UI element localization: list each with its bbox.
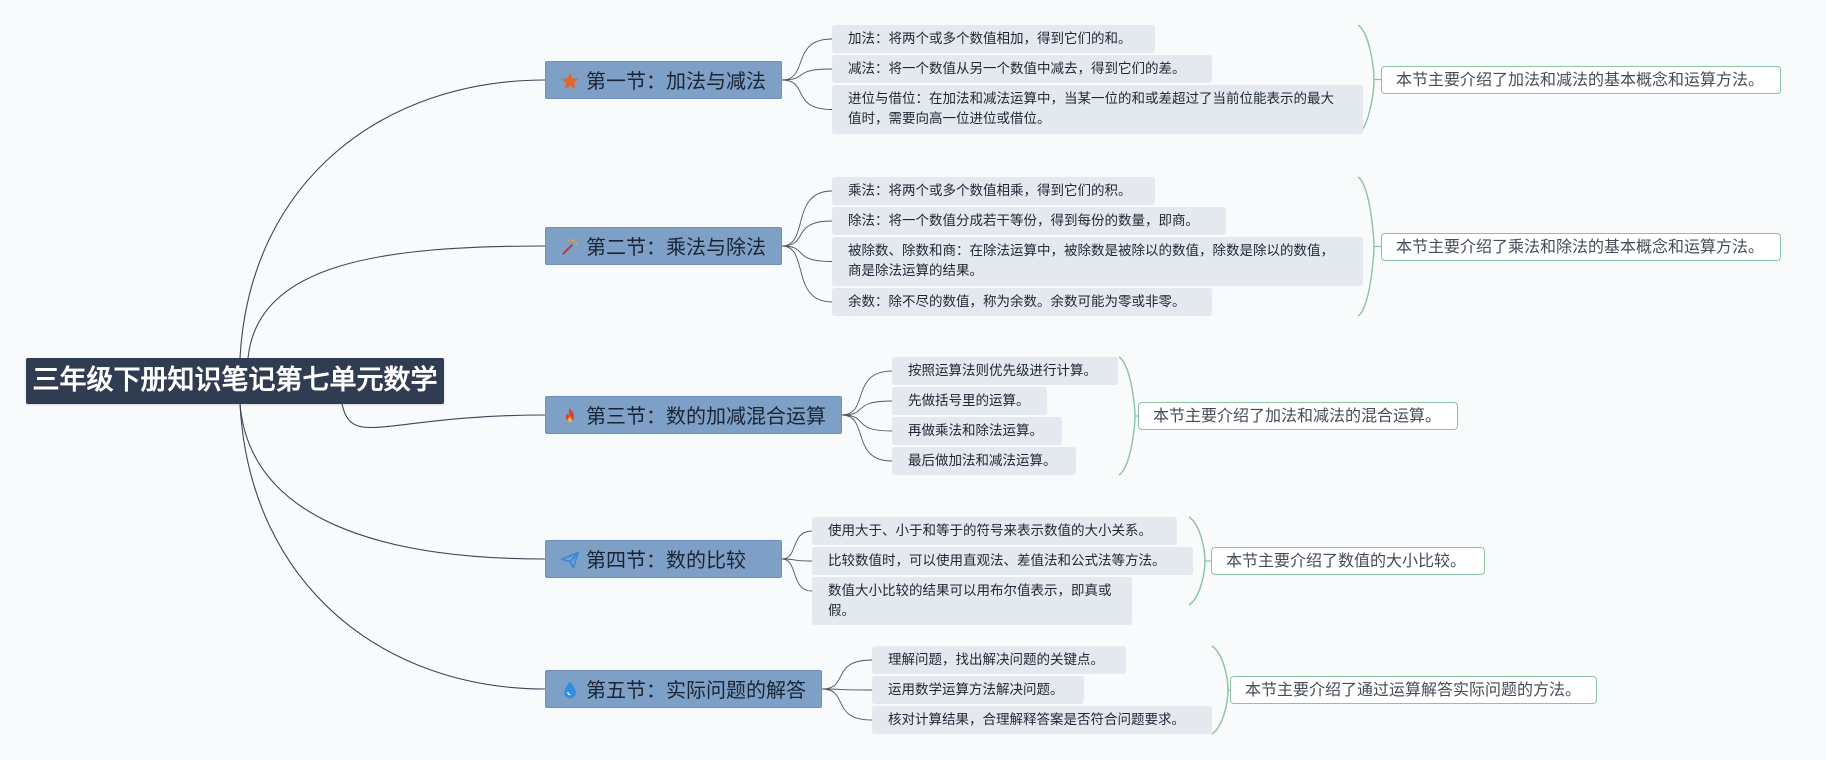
section-summary[interactable]: 本节主要介绍了加法和减法的基本概念和运算方法。 (1381, 65, 1781, 94)
connector-line (781, 190, 833, 247)
fire-icon (560, 400, 580, 423)
leaf-item[interactable]: 理解问题，找出解决问题的关键点。 (872, 646, 1126, 674)
leaf-item[interactable]: 运用数学运算方法解决问题。 (872, 676, 1084, 704)
leaf-item[interactable]: 先做括号里的运算。 (892, 387, 1047, 415)
section-node-5[interactable]: 第五节：实际问题的解答 (545, 670, 822, 708)
connector-line (781, 220, 833, 247)
connector-line (821, 659, 873, 690)
leaf-item[interactable]: 再做乘法和除法运算。 (892, 417, 1062, 445)
connector-line (341, 403, 546, 429)
connector-line (781, 68, 833, 81)
section-summary[interactable]: 本节主要介绍了乘法和除法的基本概念和运算方法。 (1381, 232, 1781, 261)
leaf-item[interactable]: 最后做加法和减法运算。 (892, 447, 1076, 475)
leaf-item[interactable]: 余数：除不尽的数值，称为余数。余数可能为零或非零。 (832, 288, 1212, 316)
magic-wand-icon (560, 231, 580, 255)
section-node-2[interactable]: 第二节：乘法与除法 (545, 227, 782, 265)
connector-line (781, 38, 833, 81)
leaf-item[interactable]: 减法：将一个数值从另一个数值中减去，得到它们的差。 (832, 55, 1212, 83)
connector-line (841, 414, 893, 432)
connector-line (781, 245, 833, 262)
connector-line (781, 558, 813, 562)
leaf-item[interactable]: 乘法：将两个或多个数值相乘，得到它们的积。 (832, 177, 1155, 205)
leaf-item[interactable]: 除法：将一个数值分成若干等份，得到每份的数量，即商。 (832, 207, 1226, 235)
connector-line (841, 370, 893, 416)
leaf-item[interactable]: 使用大于、小于和等于的符号来表示数值的大小关系。 (812, 517, 1177, 545)
section-summary[interactable]: 本节主要介绍了通过运算解答实际问题的方法。 (1230, 676, 1597, 704)
section-node-1[interactable]: 第一节：加法与减法 (545, 61, 782, 99)
root-topic-label: 三年级下册知识笔记第七单元数学 (32, 365, 438, 396)
section-title: 第二节：乘法与除法 (586, 235, 766, 259)
leaf-item[interactable]: 数值大小比较的结果可以用布尔值表示，即真或假。 (812, 577, 1132, 625)
connector-line (841, 414, 893, 462)
section-title: 第五节：实际问题的解答 (586, 678, 806, 702)
connector-line (821, 688, 873, 721)
leaf-item[interactable]: 比较数值时，可以使用直观法、差值法和公式法等方法。 (812, 547, 1193, 575)
paper-plane-icon (560, 544, 580, 569)
leaf-item[interactable]: 核对计算结果，合理解释答案是否符合问题要求。 (872, 706, 1212, 734)
connector-line (841, 400, 893, 416)
connector-line (781, 79, 833, 110)
connector-line (781, 245, 833, 303)
leaf-item[interactable]: 被除数、除数和商：在除法运算中，被除数是被除以的数值，除数是除以的数值，商是除法… (832, 237, 1363, 286)
section-title: 第一节：加法与减法 (586, 69, 766, 93)
connector-line (239, 79, 546, 359)
connector-line (1118, 356, 1136, 476)
connector-line (781, 558, 813, 592)
section-node-3[interactable]: 第三节：数的加减混合运算 (545, 396, 842, 434)
root-topic[interactable]: 三年级下册知识笔记第七单元数学 (26, 358, 444, 404)
connector-line (239, 403, 546, 690)
section-title: 第四节：数的比较 (586, 548, 746, 572)
section-summary[interactable]: 本节主要介绍了加法和减法的混合运算。 (1138, 402, 1458, 430)
leaf-item[interactable]: 进位与借位：在加法和减法运算中，当某一位的和或差超过了当前位能表示的最大值时，需… (832, 85, 1363, 134)
connector-line (821, 688, 873, 691)
star-icon (560, 65, 580, 90)
connector-line (1211, 645, 1229, 735)
section-node-4[interactable]: 第四节：数的比较 (545, 540, 782, 578)
section-title: 第三节：数的加减混合运算 (586, 404, 826, 428)
leaf-item[interactable]: 加法：将两个或多个数值相加，得到它们的和。 (832, 25, 1155, 53)
section-summary[interactable]: 本节主要介绍了数值的大小比较。 (1211, 547, 1485, 575)
leaf-item[interactable]: 按照运算法则优先级进行计算。 (892, 357, 1118, 385)
water-drop-icon (560, 674, 580, 699)
connector-line (247, 245, 546, 359)
connector-line (239, 403, 546, 560)
connector-line (781, 530, 813, 560)
